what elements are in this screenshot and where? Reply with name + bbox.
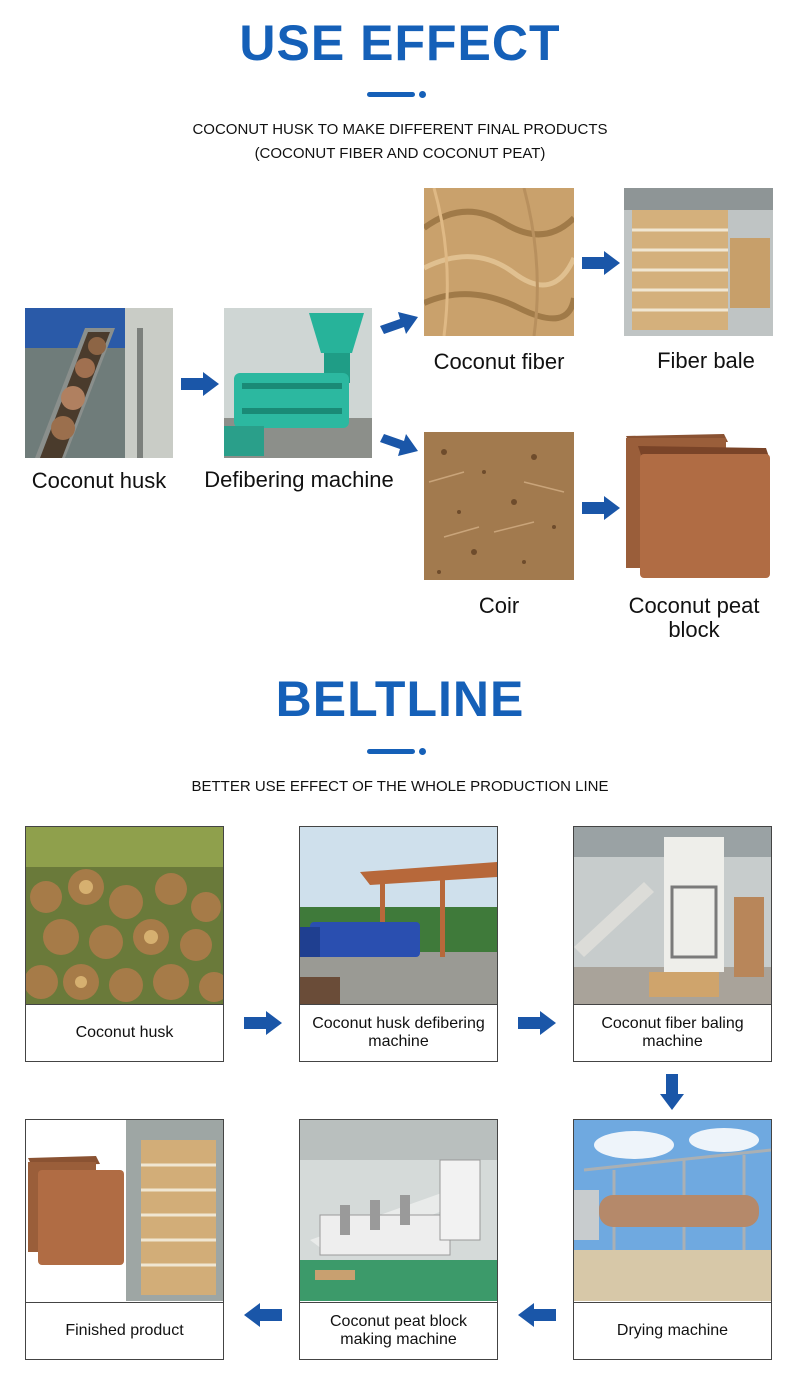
coconut-fiber-image — [424, 188, 574, 336]
use-effect-subtitle-1: COCONUT HUSK TO MAKE DIFFERENT FINAL PRO… — [192, 121, 608, 138]
coconut-peat-block-label-1: Coconut peat — [628, 593, 760, 618]
title-underline-dot — [419, 91, 426, 98]
step-coconut-husk: Coconut husk — [25, 826, 224, 1062]
arrow-down-right-icon — [380, 430, 418, 458]
use-effect-subtitle-2: (COCONUT FIBER AND COCONUT PEAT) — [254, 145, 546, 162]
title-underline — [367, 749, 415, 754]
coconut-husk-label: Coconut husk — [31, 468, 167, 493]
arrow-left-icon — [244, 1303, 282, 1327]
coir-image — [424, 432, 574, 580]
coconut-husk-image — [25, 308, 173, 458]
fiber-bale-image — [624, 188, 773, 336]
step-image — [26, 827, 223, 1004]
step-image — [574, 1120, 771, 1301]
step-image — [574, 827, 771, 1004]
coconut-peat-block-image — [624, 432, 773, 580]
title-underline-dot — [419, 748, 426, 755]
arrow-right-icon — [582, 251, 620, 275]
step-label: Drying machine — [574, 1302, 771, 1359]
defibering-machine-label: Defibering machine — [204, 467, 394, 492]
defibering-machine-image — [224, 308, 372, 458]
arrow-left-icon — [518, 1303, 556, 1327]
arrow-right-icon — [582, 496, 620, 520]
arrow-right-icon — [518, 1011, 556, 1035]
beltline-title: BELTLINE — [275, 671, 525, 727]
arrow-right-icon — [181, 372, 219, 396]
arrow-up-right-icon — [380, 310, 418, 338]
beltline-subtitle: BETTER USE EFFECT OF THE WHOLE PRODUCTIO… — [191, 778, 609, 795]
step-label: Finished product — [26, 1302, 223, 1359]
arrow-right-icon — [244, 1011, 282, 1035]
fiber-bale-label: Fiber bale — [657, 348, 755, 373]
coconut-fiber-label: Coconut fiber — [433, 349, 565, 374]
step-finished-product: Finished product — [25, 1119, 224, 1360]
step-label: Coconut husk — [26, 1004, 223, 1061]
coir-label: Coir — [478, 593, 520, 618]
use-effect-title: USE EFFECT — [239, 15, 561, 71]
coconut-peat-block-label-2: block — [668, 617, 720, 642]
arrow-down-icon — [660, 1074, 684, 1110]
step-drying-machine: Drying machine — [573, 1119, 772, 1360]
title-underline — [367, 92, 415, 97]
step-image — [26, 1120, 223, 1301]
step-image — [300, 827, 497, 1004]
step-image — [300, 1120, 497, 1301]
